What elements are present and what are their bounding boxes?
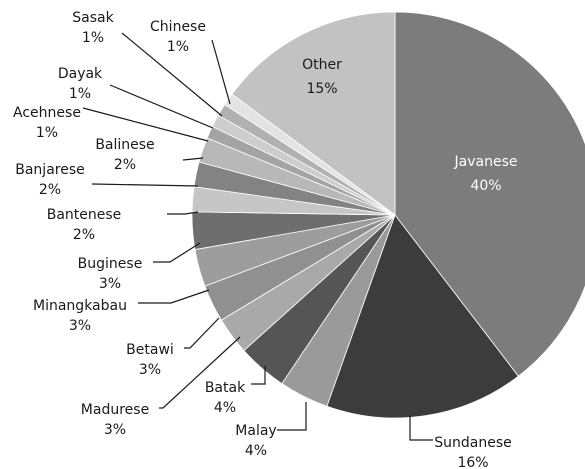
slice-label-acehnese-value: 1% [36,125,58,141]
leader-line-acehnese [82,107,209,142]
slice-label-balinese-name: Balinese [95,137,154,153]
slice-label-madurese-value: 3% [104,422,126,438]
slice-label-chinese-name: Chinese [150,19,206,35]
slice-label-betawi-name: Betawi [126,342,174,358]
slice-label-malay-value: 4% [245,443,267,459]
slice-label-batak-name: Batak [205,380,246,396]
slice-label-betawi-value: 3% [139,362,161,378]
leader-line-sundanese [409,415,433,441]
slice-label-bantenese-name: Bantenese [47,207,122,223]
slice-label-malay-name: Malay [235,423,276,439]
slice-label-minangkabau-name: Minangkabau [33,298,127,314]
slice-label-minangkabau-value: 3% [69,318,91,334]
leader-line-buginese [153,242,201,263]
slice-label-banjarese-value: 2% [39,182,61,198]
slice-label-sundanese-value: 16% [457,455,488,469]
slice-labels: Javanese 40% Other 15% Sundanese 16% Mal… [13,10,517,469]
slice-label-madurese-name: Madurese [81,402,149,418]
slice-label-buginese-name: Buginese [78,256,143,272]
slice-label-sasak-value: 1% [82,30,104,46]
slice-label-buginese-value: 3% [99,276,121,292]
slice-label-banjarese-name: Banjarese [15,162,85,178]
leader-line-batak [251,366,266,385]
slice-label-sasak-name: Sasak [72,10,114,26]
slice-label-chinese-value: 1% [167,39,189,55]
slice-label-acehnese-name: Acehnese [13,105,81,121]
pie-slice-other [231,11,396,216]
slice-label-dayak-name: Dayak [58,66,103,82]
leader-line-betawi [184,317,220,349]
leader-lines [82,32,433,441]
leader-line-balinese [182,157,204,161]
leader-line-banjarese [91,183,199,187]
leader-line-chinese [211,39,231,105]
slice-label-javanese-name: Javanese [454,154,518,170]
slice-label-bantenese-value: 2% [73,227,95,243]
leader-line-minangkabau [138,289,210,304]
pie-slice-javanese [394,11,585,377]
leader-line-dayak [109,84,214,129]
slice-label-batak-value: 4% [214,400,236,416]
slice-label-sundanese-name: Sundanese [434,435,512,451]
slice-label-other-value: 15% [306,81,337,97]
slice-label-balinese-value: 2% [114,157,136,173]
slice-label-javanese-value: 40% [470,178,501,194]
leader-line-madurese [159,336,241,409]
leader-line-sasak [121,32,223,117]
leader-line-bantenese [167,211,199,215]
leader-line-malay [277,402,307,431]
pie-slices [191,11,585,419]
pie-slice-sundanese [326,214,519,419]
slice-label-dayak-value: 1% [69,86,91,102]
slice-label-other-name: Other [302,57,342,73]
